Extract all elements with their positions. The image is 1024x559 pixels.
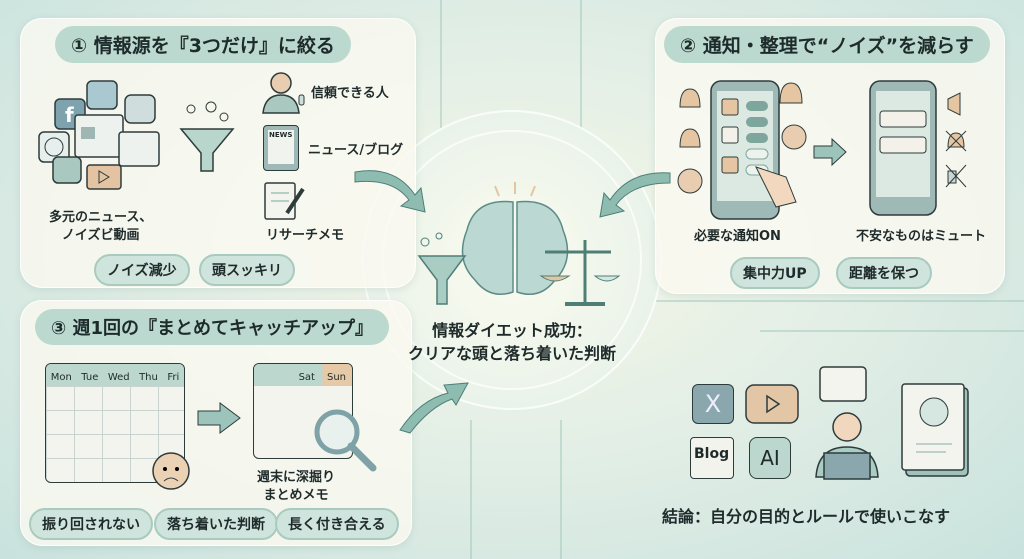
news-tablet-icon: NEWS (263, 125, 299, 171)
section-2-title: ② 通知・整理で“ノイズ”を減らす (664, 26, 990, 63)
benefit-pill: 距離を保つ (836, 257, 932, 289)
magnifier-icon (314, 409, 377, 472)
weekday-label: Mon (50, 372, 72, 383)
noise-sources-label: 多元のニュース、 ノイズビ動画 (49, 210, 153, 243)
weekend-deep-dive-label: 週末に深掘り まとめメモ (257, 470, 336, 503)
video-play-icon (745, 384, 799, 424)
center-title-line-2: クリアな頭と落ち着いた判断 (407, 344, 616, 363)
source-news-blog: ニュース/ブログ (308, 143, 404, 158)
arrow-right-icon (813, 137, 847, 167)
source-research-memo: リサーチメモ (266, 228, 345, 243)
weekday-label: Fri (167, 372, 180, 383)
center-title-line-1: 情報ダイエット成功： (432, 321, 592, 340)
weekend-day-label: Sun (326, 372, 346, 383)
mute-label: 不安なものはミュート (856, 229, 987, 244)
weekday-label: Thu (139, 372, 158, 383)
blog-icon: Blog (690, 437, 734, 479)
curved-arrow-icon (599, 172, 671, 218)
benefit-pill: 落ち着いた判断 (154, 508, 278, 540)
profile-book-icon (901, 383, 969, 477)
phone-muted-icon (869, 80, 967, 216)
curved-arrow-icon (399, 382, 469, 434)
arrow-right-icon (197, 402, 241, 434)
circuit-line (640, 300, 1024, 302)
conclusion-text: 結論：自分の目的とルールで使いこなす (662, 507, 951, 526)
research-memo-icon (264, 182, 305, 220)
benefit-pill: 振り回されない (29, 508, 153, 540)
notifications-on-label: 必要な通知ON (694, 229, 781, 244)
weekday-label: Tue (81, 372, 99, 383)
benefit-pill: 頭スッキリ (199, 254, 295, 286)
source-trusted-people: 信頼できる人 (311, 86, 389, 101)
benefit-pill: ノイズ減少 (94, 254, 190, 286)
x-app-icon: X (692, 384, 734, 424)
phone-notifications-on-icon (677, 80, 807, 220)
curved-arrow-icon (354, 170, 426, 213)
benefit-pill: 集中力UP (730, 257, 820, 289)
circuit-line (470, 420, 472, 559)
social-media-icons: f (38, 80, 160, 190)
brain-filter-balance-icon (417, 182, 621, 306)
svg-text:f: f (65, 103, 74, 127)
circuit-line (560, 420, 562, 559)
circuit-line (760, 330, 1024, 332)
weekend-day-label: Sat (298, 372, 315, 383)
news-icon-text: NEWS (268, 130, 294, 164)
worried-face-icon (152, 452, 190, 490)
section-1-title: ① 情報源を『3つだけ』に絞る (55, 26, 351, 63)
person-laptop-icon (815, 366, 879, 480)
section-2-panel: ② 通知・整理で“ノイズ”を減らす 必要な通知ON 不安なものはミュート 集中力… (655, 18, 1005, 294)
circuit-line (580, 0, 582, 130)
filter-funnel-icon (179, 101, 235, 172)
benefit-pill: 長く付き合える (275, 508, 399, 540)
ai-icon: AI (749, 437, 791, 479)
circuit-line (440, 0, 442, 130)
section-1-panel: ① 情報源を『3つだけ』に絞る f 多元のニュース、 ノイズビ動画 信頼できる人… (20, 18, 416, 288)
trusted-person-icon (262, 72, 305, 114)
section-3-panel: ③ 週1回の『まとめてキャッチアップ』 Mon Tue Wed Thu Fri Sat S… (20, 300, 412, 546)
weekday-label: Wed (107, 372, 130, 383)
section-3-title: ③ 週1回の『まとめてキャッチアップ』 (35, 309, 390, 345)
